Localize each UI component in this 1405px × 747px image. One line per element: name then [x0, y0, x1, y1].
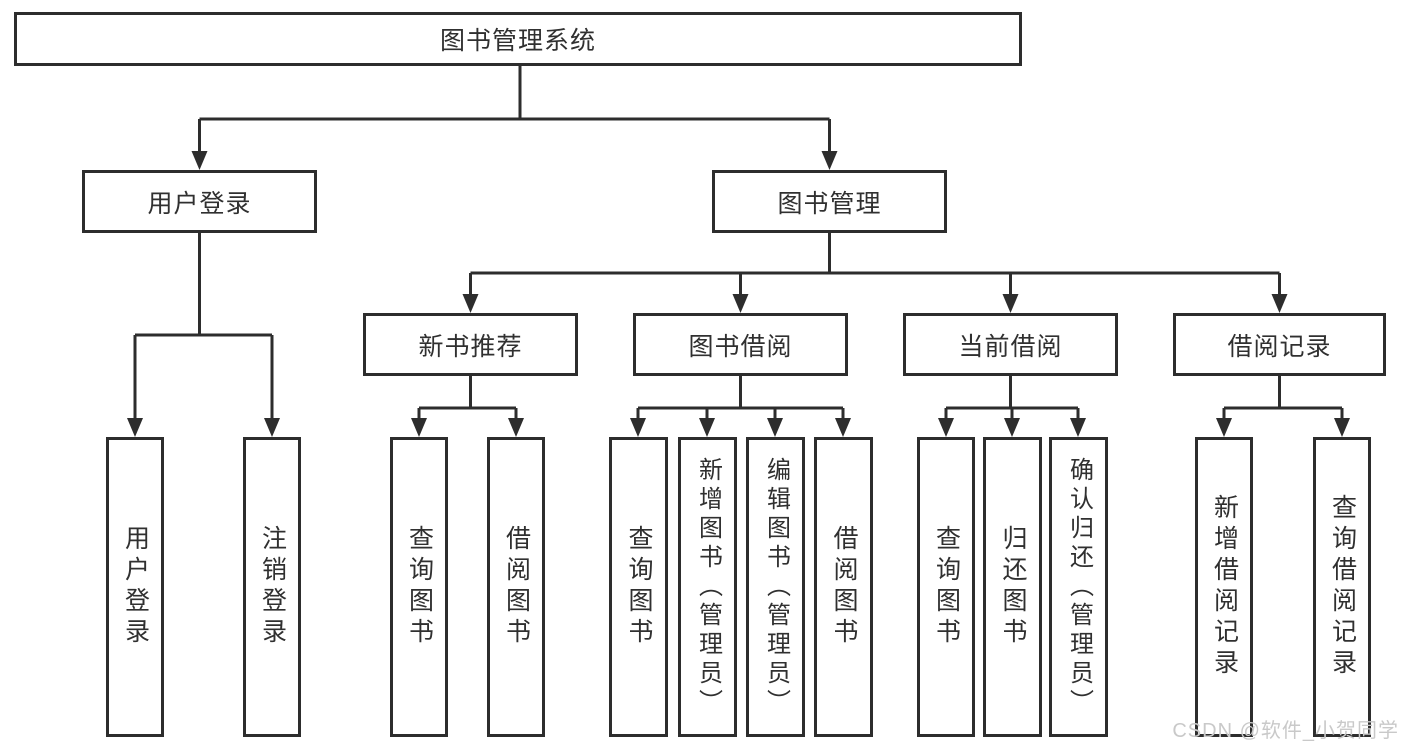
leaf-edit-book-admin: 编辑图书（管理员） [746, 437, 805, 737]
node-user-login: 用户登录 [82, 170, 317, 233]
connector-user-login-to-leaves [127, 233, 280, 437]
leaf-confirm-return-admin: 确认归还（管理员） [1049, 437, 1108, 737]
leaf-borrow-books-borrowing: 借阅图书 [814, 437, 873, 737]
connector-book-borrowing-to-leaves [630, 376, 851, 437]
connector-new-book-to-leaves [411, 376, 524, 437]
leaf-borrow-books-recommend: 借阅图书 [487, 437, 545, 737]
leaf-add-borrow-record: 新增借阅记录 [1195, 437, 1253, 737]
node-book-management: 图书管理 [712, 170, 947, 233]
node-borrowing-records: 借阅记录 [1173, 313, 1386, 376]
node-new-book-recommendation: 新书推荐 [363, 313, 578, 376]
node-book-borrowing: 图书借阅 [633, 313, 848, 376]
connector-root-to-level2 [191, 66, 838, 170]
connector-current-borrowing-to-leaves [938, 376, 1086, 437]
leaf-logout: 注销登录 [243, 437, 301, 737]
leaf-query-borrow-record: 查询借阅记录 [1313, 437, 1371, 737]
csdn-watermark: CSDN @软件_小贺同学 [1172, 720, 1399, 742]
leaf-add-book-admin: 新增图书（管理员） [678, 437, 737, 737]
leaf-return-book: 归还图书 [983, 437, 1042, 737]
leaf-query-books-recommend: 查询图书 [390, 437, 448, 737]
leaf-user-login: 用户登录 [106, 437, 164, 737]
leaf-query-books-borrowing: 查询图书 [609, 437, 668, 737]
node-current-borrowing: 当前借阅 [903, 313, 1118, 376]
connector-book-management-to-level3 [462, 233, 1288, 313]
leaf-query-books-current: 查询图书 [917, 437, 975, 737]
connector-borrowing-records-to-leaves [1216, 376, 1350, 437]
node-library-management-system: 图书管理系统 [14, 12, 1022, 66]
